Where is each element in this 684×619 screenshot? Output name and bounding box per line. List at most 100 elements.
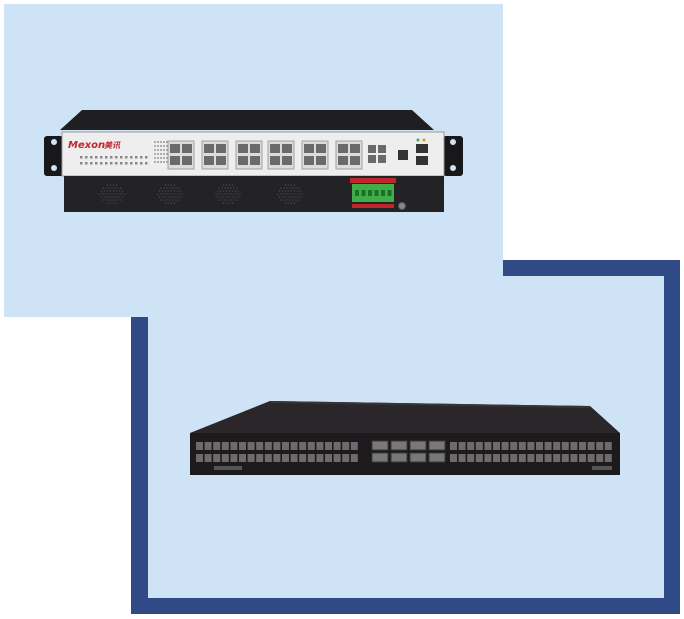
sfp28-port [247, 442, 255, 450]
ground-screw [398, 202, 406, 210]
sfp28-port [230, 442, 238, 450]
vent-hole [290, 202, 293, 204]
vent-hole [236, 187, 238, 189]
sfp-port [204, 144, 214, 153]
vent-hole [102, 187, 104, 189]
vent-hole [178, 187, 180, 189]
vent-hole [109, 190, 112, 192]
sfp28-port [501, 454, 509, 462]
vent-hole [228, 190, 231, 192]
status-led [115, 162, 118, 165]
sfp-port [338, 156, 348, 165]
front-vent-grid [154, 141, 168, 163]
status-led [105, 162, 108, 165]
vent-hole [169, 199, 171, 201]
vent-hole [160, 141, 162, 143]
qsfp-port [409, 452, 427, 463]
vent-hole [111, 199, 113, 201]
vent-hole [157, 161, 159, 163]
vent-hole [225, 190, 228, 192]
power-terminal-block [352, 184, 394, 202]
vent-hole [120, 199, 122, 201]
console-port [398, 150, 408, 160]
sfp-port [350, 144, 360, 153]
sfp28-port [536, 454, 543, 462]
sfp28-port [273, 454, 281, 462]
vent-hole [287, 196, 290, 198]
sfp-port [316, 156, 326, 165]
sfp28-port [475, 442, 483, 450]
sfp28-port [570, 442, 578, 450]
vent-hole [231, 202, 234, 204]
sfp28-port [450, 454, 457, 462]
vent-hole [166, 193, 168, 195]
vent-hole [112, 196, 115, 198]
vent-hole [157, 193, 159, 195]
sfp28-port [604, 454, 612, 462]
vent-hole [228, 184, 231, 186]
vent-hole [278, 196, 281, 198]
status-led [125, 156, 128, 159]
sfp28-port [587, 454, 595, 462]
vent-hole [286, 193, 288, 195]
sfp28-port [239, 454, 246, 462]
status-led [90, 156, 93, 159]
vent-hole [163, 141, 165, 143]
sfp28-port [307, 454, 315, 462]
vent-hole [292, 187, 294, 189]
qsfp-port-blocks [371, 440, 446, 463]
vent-hole [175, 187, 177, 189]
vent-hole [105, 199, 107, 201]
terminal-screw [355, 190, 359, 196]
status-led [120, 162, 123, 165]
terminal-screw [374, 190, 379, 196]
vent-hole [176, 190, 179, 192]
sfp-port [378, 155, 386, 163]
sfp-port [338, 144, 348, 153]
vent-hole [164, 196, 167, 198]
status-led [135, 156, 138, 159]
sfp-port [304, 156, 314, 165]
vent-hole [293, 196, 296, 198]
vent-hole [100, 196, 103, 198]
vent-hole [230, 187, 232, 189]
status-led [85, 162, 88, 165]
vent-hole [164, 190, 167, 192]
sfp28-port [518, 442, 526, 450]
vent-hole [106, 196, 109, 198]
vent-hole [284, 202, 287, 204]
vent-hole [114, 187, 116, 189]
vent-hole [120, 187, 122, 189]
vent-hole [231, 184, 234, 186]
vent-hole [222, 202, 225, 204]
vent-hole [154, 161, 156, 163]
vent-hole [222, 184, 225, 186]
sfp28-port [256, 442, 264, 450]
vent-hole [293, 190, 296, 192]
vent-hole [234, 196, 237, 198]
terminal-label-bottom [352, 204, 394, 208]
sfp-port [270, 144, 280, 153]
vent-hole [112, 184, 115, 186]
vent-hole [157, 153, 159, 155]
sfp28-port [230, 454, 238, 462]
sfp28-port [204, 442, 212, 450]
vent-hole [118, 190, 121, 192]
vent-hole [290, 196, 293, 198]
left-rack-ear [44, 136, 64, 176]
vent-hole [121, 190, 124, 192]
sfp28-port [325, 454, 332, 462]
vent-hole [221, 193, 223, 195]
vent-hole [290, 184, 293, 186]
vent-hole [114, 193, 116, 195]
status-led [100, 162, 103, 165]
sfp28-port [501, 442, 509, 450]
sfp28-port [484, 442, 492, 450]
vent-hole [280, 199, 282, 201]
vent-hole [298, 199, 300, 201]
sfp28-port [553, 442, 561, 450]
terminal-screw [387, 190, 392, 196]
vent-hole [175, 199, 177, 201]
vent-hole [120, 193, 122, 195]
